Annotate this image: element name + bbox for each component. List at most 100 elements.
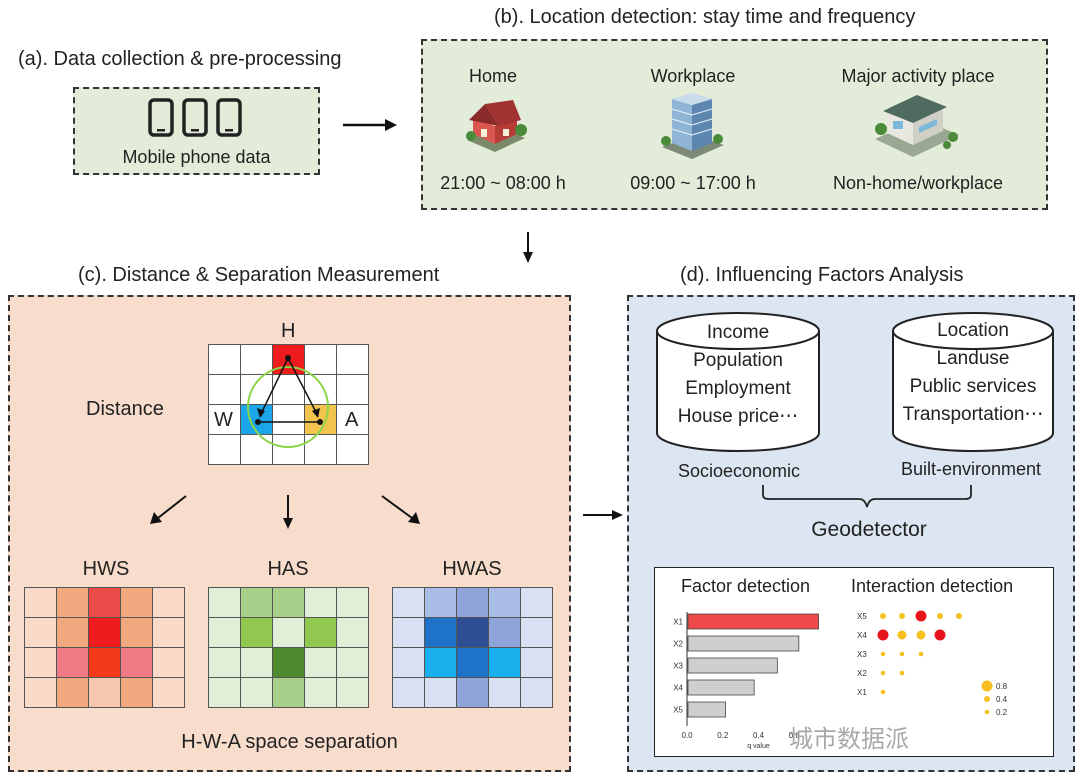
factor-transportation: Transportation⋯ bbox=[902, 404, 1044, 425]
grid-cell bbox=[425, 588, 457, 618]
house-icon bbox=[466, 100, 527, 152]
bar bbox=[687, 657, 778, 674]
row-label: X2 bbox=[857, 669, 867, 678]
socioeconomic-factor-list: Income Population Employment House price… bbox=[655, 319, 821, 431]
factor-population: Population bbox=[693, 350, 783, 371]
grid-cell bbox=[25, 618, 57, 648]
panel-a-title: (a). Data collection & pre-processing bbox=[18, 48, 342, 70]
grid-cell bbox=[57, 678, 89, 708]
x-tick-label: 0.4 bbox=[753, 731, 765, 740]
grid-cell bbox=[305, 678, 337, 708]
grid-cell bbox=[393, 678, 425, 708]
grid-cell bbox=[89, 648, 121, 678]
grid-cell bbox=[521, 618, 553, 648]
interaction-dot bbox=[899, 670, 905, 676]
x-tick-label: 0.0 bbox=[681, 731, 693, 740]
grid-cell bbox=[209, 618, 241, 648]
grid-cell bbox=[489, 648, 521, 678]
grid-cell bbox=[209, 648, 241, 678]
grid-cell bbox=[121, 648, 153, 678]
grid-cell bbox=[457, 648, 489, 678]
hwas-grid bbox=[392, 587, 553, 708]
grid-cell bbox=[121, 678, 153, 708]
panel-d-box: Income Population Employment House price… bbox=[627, 295, 1075, 772]
grid-cell bbox=[25, 648, 57, 678]
x-tick-label: 0.2 bbox=[717, 731, 729, 740]
has-title: HAS bbox=[267, 558, 309, 580]
built-environment-factor-list: Location Landuse Public services Transpo… bbox=[891, 317, 1055, 429]
grid-cell bbox=[305, 648, 337, 678]
grid-cell bbox=[273, 678, 305, 708]
mobile-phone-icon bbox=[148, 98, 242, 137]
grid-cell bbox=[89, 588, 121, 618]
factor-public-services: Public services bbox=[909, 376, 1037, 397]
workplace-time-label: 09:00 ~ 17:00 h bbox=[630, 173, 756, 193]
row-label: X3 bbox=[857, 650, 867, 659]
interaction-dot bbox=[915, 610, 927, 622]
interaction-dot bbox=[956, 613, 962, 619]
panel-b-title: (b). Location detection: stay time and f… bbox=[494, 6, 916, 28]
grid-cell bbox=[25, 588, 57, 618]
interaction-dot bbox=[934, 629, 946, 641]
grid-cell bbox=[393, 588, 425, 618]
separation-footer: H-W-A space separation bbox=[181, 731, 398, 753]
row-label: X1 bbox=[857, 688, 867, 697]
panel-a-box: Mobile phone data bbox=[73, 87, 320, 175]
grid-cell bbox=[425, 648, 457, 678]
activity-place-icon bbox=[875, 95, 959, 157]
arrow-right-icon bbox=[583, 510, 623, 520]
row-label: X4 bbox=[857, 631, 867, 640]
watermark-text: 城市数据派 bbox=[789, 726, 909, 753]
geodetector-label: Geodetector bbox=[811, 518, 927, 541]
legend-label: 0.8 bbox=[996, 682, 1008, 691]
grid-cell bbox=[153, 678, 185, 708]
grid-cell bbox=[425, 618, 457, 648]
grid-cell bbox=[57, 648, 89, 678]
panel-c-box: Distance H W A HWS HAS bbox=[8, 295, 571, 772]
grid-cell bbox=[337, 588, 369, 618]
grid-cell bbox=[337, 678, 369, 708]
grid-cell bbox=[489, 678, 521, 708]
grid-cell bbox=[305, 618, 337, 648]
grid-cell bbox=[457, 678, 489, 708]
panel-b-box: Home 21:00 ~ 08:00 h Workplace 09:00 ~ 1… bbox=[421, 39, 1048, 210]
grid-cell bbox=[121, 618, 153, 648]
y-tick-label: X1 bbox=[673, 618, 683, 627]
y-tick-label: X5 bbox=[673, 706, 683, 715]
interaction-dot bbox=[918, 651, 924, 657]
grid-cell bbox=[273, 588, 305, 618]
major-activity-place-label: Major activity place bbox=[841, 66, 995, 86]
factor-detection-title: Factor detection bbox=[681, 576, 811, 596]
split-arrows-icon bbox=[150, 495, 420, 529]
results-box: Factor detection Interaction detection X… bbox=[654, 567, 1054, 757]
interaction-dot bbox=[899, 651, 905, 657]
grid-cell bbox=[273, 618, 305, 648]
legend-dot bbox=[984, 709, 990, 715]
factor-income: Income bbox=[706, 322, 770, 343]
grid-cell bbox=[25, 678, 57, 708]
bar bbox=[687, 701, 726, 718]
grid-cell bbox=[89, 618, 121, 648]
grid-cell bbox=[521, 678, 553, 708]
office-building-icon bbox=[661, 93, 724, 159]
bar bbox=[687, 635, 800, 652]
interaction-dot bbox=[877, 629, 889, 641]
hws-grid bbox=[24, 587, 185, 708]
row-label: X5 bbox=[857, 612, 867, 621]
grid-cell bbox=[337, 618, 369, 648]
node-h-label: H bbox=[281, 320, 296, 342]
panel-d-title: (d). Influencing Factors Analysis bbox=[680, 264, 964, 286]
distance-label: Distance bbox=[86, 398, 164, 420]
grid-cell bbox=[425, 678, 457, 708]
node-a-label: A bbox=[345, 409, 359, 431]
grid-cell bbox=[305, 588, 337, 618]
panel-c-title: (c). Distance & Separation Measurement bbox=[78, 264, 440, 286]
grid-cell bbox=[153, 618, 185, 648]
legend-label: 0.2 bbox=[996, 708, 1008, 717]
grid-cell bbox=[89, 678, 121, 708]
grid-cell bbox=[393, 618, 425, 648]
grid-cell bbox=[57, 618, 89, 648]
grid-cell bbox=[241, 588, 273, 618]
bar bbox=[687, 679, 755, 696]
